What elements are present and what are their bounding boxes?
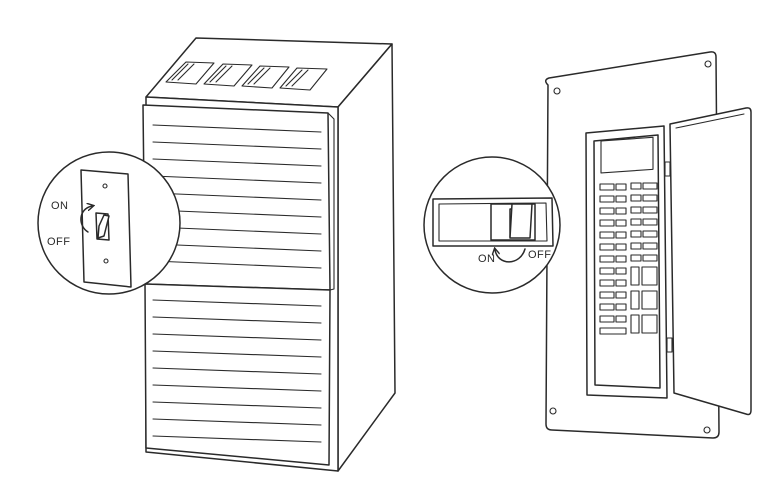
hinge-bottom bbox=[666, 337, 673, 353]
plate-screw-top bbox=[102, 183, 108, 189]
breaker-column-left bbox=[599, 183, 627, 335]
electrical-panel-icon bbox=[545, 51, 752, 439]
curved-arrow-icon bbox=[80, 206, 92, 233]
furnace-unit bbox=[142, 37, 396, 472]
toggle-switch-icon bbox=[95, 212, 110, 241]
breaker-on-label: ON bbox=[478, 253, 496, 265]
furnace-side bbox=[337, 43, 396, 472]
lower-louvres bbox=[152, 299, 322, 443]
upper-louvres bbox=[152, 124, 322, 269]
panel-door bbox=[669, 107, 752, 416]
lower-access-panel bbox=[144, 283, 331, 466]
furnace-switch-callout: ON OFF bbox=[37, 151, 181, 295]
breaker-column-right bbox=[630, 182, 658, 334]
circuit-breaker-icon bbox=[490, 203, 536, 241]
breaker-off-label: OFF bbox=[528, 249, 552, 261]
panel-label-window bbox=[600, 136, 654, 174]
breaker-curved-arrow-icon bbox=[495, 249, 526, 263]
plate-screw-bottom bbox=[103, 258, 109, 264]
furnace-off-label: OFF bbox=[47, 236, 71, 248]
furnace-on-label: ON bbox=[51, 200, 69, 212]
top-vents bbox=[165, 61, 328, 91]
breaker-switch-callout: ON OFF bbox=[423, 156, 561, 294]
